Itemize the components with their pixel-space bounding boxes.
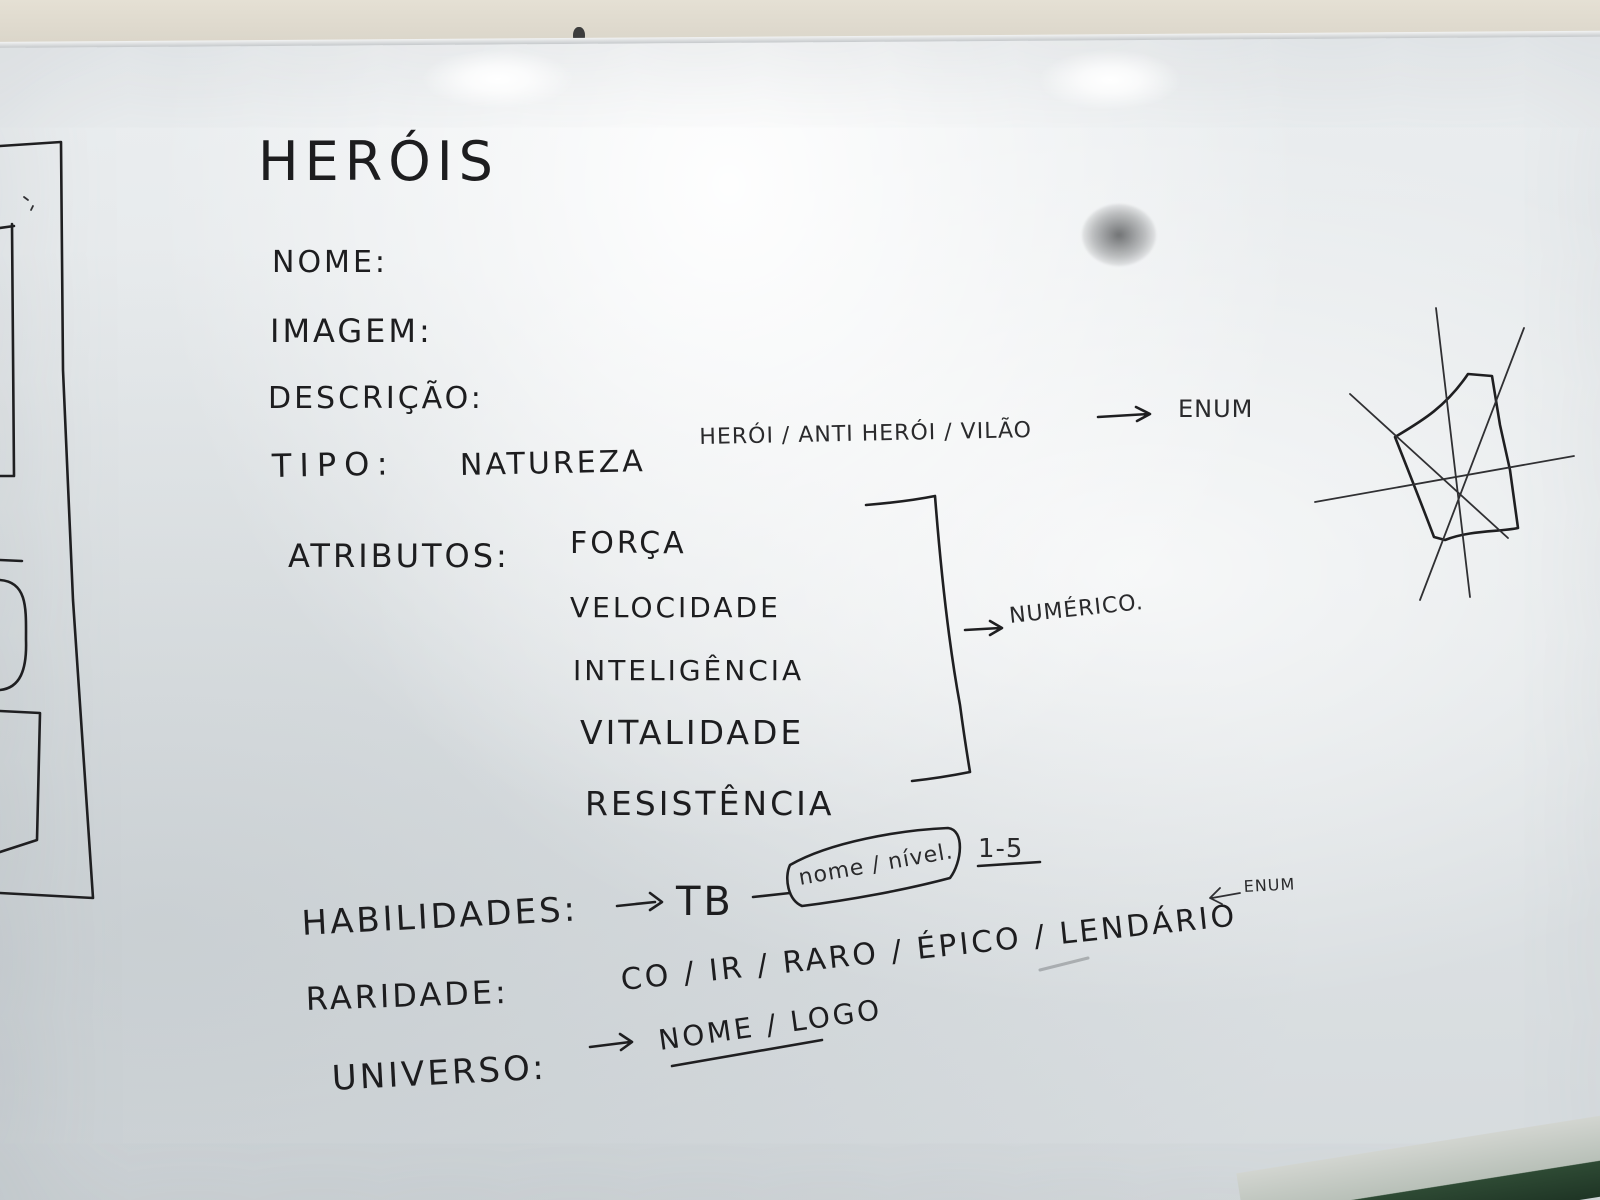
- raridade-erase-mark: [1038, 956, 1090, 972]
- atributo-forca: FORÇA: [570, 526, 687, 561]
- field-descricao: DESCRIÇÃO:: [268, 380, 484, 416]
- habilidades-box: [786, 826, 962, 908]
- light-glare-left: [423, 50, 573, 108]
- universo-row: UNIVERSO:: [331, 1048, 548, 1099]
- atributo-inteligencia: INTELIGÊNCIA: [573, 653, 804, 687]
- raridade-row: RARIDADE:: [305, 973, 509, 1018]
- field-imagem: IMAGEM:: [270, 312, 433, 350]
- field-tipo-options: HERÓI / ANTI HERÓI / VILÃO: [699, 416, 1032, 450]
- habilidades-arrow: [615, 891, 664, 912]
- atributo-velocidade: VELOCIDADE: [570, 591, 781, 624]
- field-raridade-label: RARIDADE:: [305, 973, 509, 1018]
- field-atributos-label: ATRIBUTOS:: [288, 537, 510, 575]
- light-glare-right: [1040, 50, 1180, 110]
- tipo-row: TIPO: NATUREZA HERÓI / ANTI HERÓI / VILÃ…: [271, 416, 1033, 485]
- atributo-vitalidade: VITALIDADE: [580, 713, 804, 752]
- raridade-arrow: [1209, 887, 1241, 905]
- field-universo-label: UNIVERSO:: [331, 1048, 548, 1099]
- atributo-resistencia: RESISTÊNCIA: [585, 783, 834, 823]
- habilidades-range-underline: [976, 860, 1042, 868]
- left-card-sketch: [0, 140, 95, 900]
- board-title: HERÓIS: [258, 130, 499, 193]
- universo-arrow: [588, 1032, 634, 1052]
- atributos-bracket: [864, 494, 972, 783]
- marker-smudge: [1082, 204, 1156, 266]
- field-nome: NOME:: [272, 245, 388, 280]
- tipo-arrow: [1096, 405, 1152, 423]
- raridade-note: ENUM: [1243, 874, 1296, 896]
- universo-underline: [670, 1038, 824, 1068]
- habilidades-tb: TB: [675, 879, 734, 925]
- numerico-arrow: [963, 619, 1004, 637]
- habilidades-row: HABILIDADES:: [301, 889, 579, 943]
- atributos-note: NUMÉRICO.: [1008, 589, 1145, 629]
- habilidades-dash: [751, 891, 792, 899]
- universo-value: NOME / LOGO: [656, 993, 884, 1057]
- field-tipo-label: TIPO:: [271, 444, 396, 485]
- habilidades-range: 1-5: [978, 834, 1023, 864]
- field-habilidades-label: HABILIDADES:: [301, 889, 579, 943]
- right-shape-sketch: [1314, 307, 1575, 601]
- tipo-arrow-note: ENUM: [1178, 395, 1253, 423]
- field-tipo-value: NATUREZA: [460, 444, 646, 483]
